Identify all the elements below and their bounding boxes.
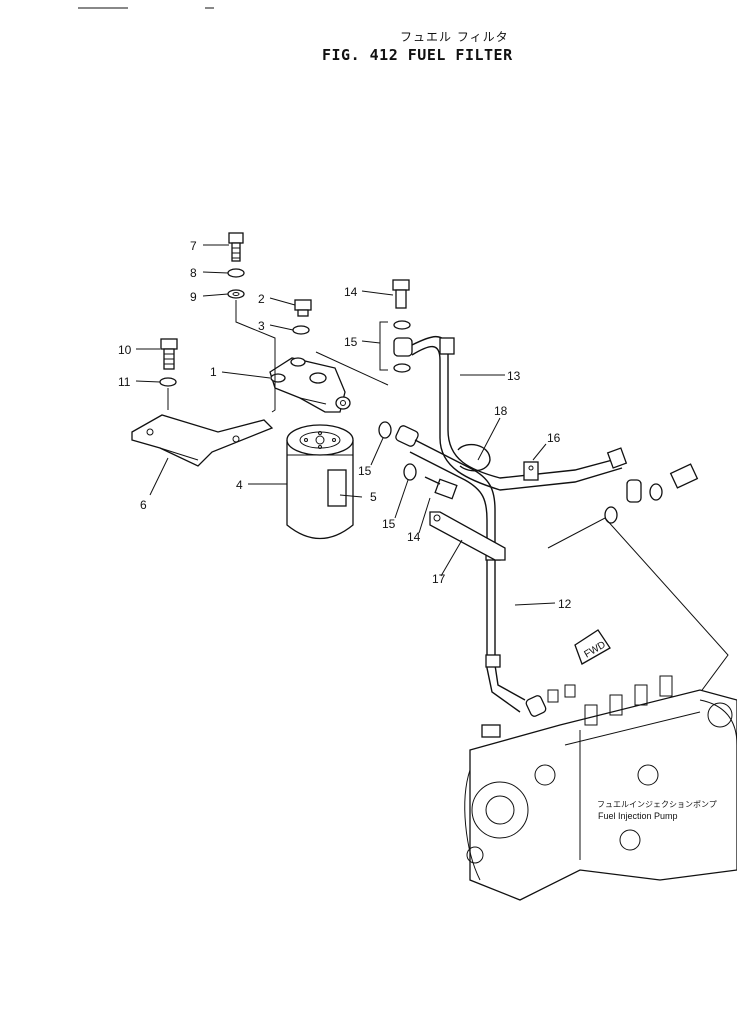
part-3-gasket xyxy=(292,325,310,335)
part-8-spring-washer xyxy=(227,268,245,278)
callout-3: 3 xyxy=(258,319,265,333)
callout-12: 12 xyxy=(558,597,572,611)
part-15-gasket-b xyxy=(403,463,417,481)
banjo-fitting-right xyxy=(604,463,699,524)
callout-17: 17 xyxy=(432,572,446,586)
eye-joint-middle xyxy=(395,425,419,447)
part-10-bolt xyxy=(160,338,178,370)
part-18-clip xyxy=(457,443,491,472)
part-2-plug xyxy=(294,299,312,317)
part-1-filter-head xyxy=(269,357,351,413)
eye-joint-upper xyxy=(393,337,413,357)
figure-title: FIG. 412 FUEL FILTER xyxy=(322,46,513,64)
callout-15-upper: 15 xyxy=(344,335,358,349)
callout-1: 1 xyxy=(210,365,217,379)
part-15-gasket-a xyxy=(378,421,392,439)
part-14-eye-bolt-lower xyxy=(424,476,458,500)
fwd-direction-arrow: FWD xyxy=(574,629,611,665)
callout-7: 7 xyxy=(190,239,197,253)
callout-leaders xyxy=(135,244,556,606)
callout-2: 2 xyxy=(258,292,265,306)
callout-18: 18 xyxy=(494,404,508,418)
part-17-clamp-bracket xyxy=(429,511,506,561)
fuel-injection-pump xyxy=(464,675,737,901)
callout-15-middle: 15 xyxy=(358,464,372,478)
part-16-hose-clamp xyxy=(523,461,539,481)
callout-10: 10 xyxy=(118,343,132,357)
leader-box-head xyxy=(315,351,389,386)
callout-14-lower: 14 xyxy=(407,530,421,544)
callout-15-lower: 15 xyxy=(382,517,396,531)
callout-9: 9 xyxy=(190,290,197,304)
part-7-bolt xyxy=(228,232,244,262)
callout-13: 13 xyxy=(507,369,521,383)
part-15-gasket-c-upper xyxy=(393,320,411,330)
part-9-washer xyxy=(227,289,245,299)
part-15-gasket-c-lower xyxy=(393,363,411,373)
pump-label-japanese: フュエルインジェクションポンプ xyxy=(597,800,717,809)
callout-11: 11 xyxy=(118,375,131,389)
callout-14-upper: 14 xyxy=(344,285,358,299)
callout-8: 8 xyxy=(190,266,197,280)
part-11-washer xyxy=(159,377,177,387)
part-14-eye-bolt-upper xyxy=(392,279,410,309)
part-4-filter-cartridge xyxy=(286,424,354,539)
callout-4: 4 xyxy=(236,478,243,492)
leader-bracket-head xyxy=(235,300,276,413)
pump-label-english: Fuel Injection Pump xyxy=(598,811,678,821)
figure-title-japanese: フュエル フィルタ xyxy=(400,30,509,44)
callout-16: 16 xyxy=(547,431,561,445)
callout-6: 6 xyxy=(140,498,147,512)
callout-5: 5 xyxy=(370,490,377,504)
part-5-label-sticker xyxy=(327,469,347,507)
part-13-fuel-hose xyxy=(411,335,628,491)
part-6-bracket xyxy=(131,414,274,467)
